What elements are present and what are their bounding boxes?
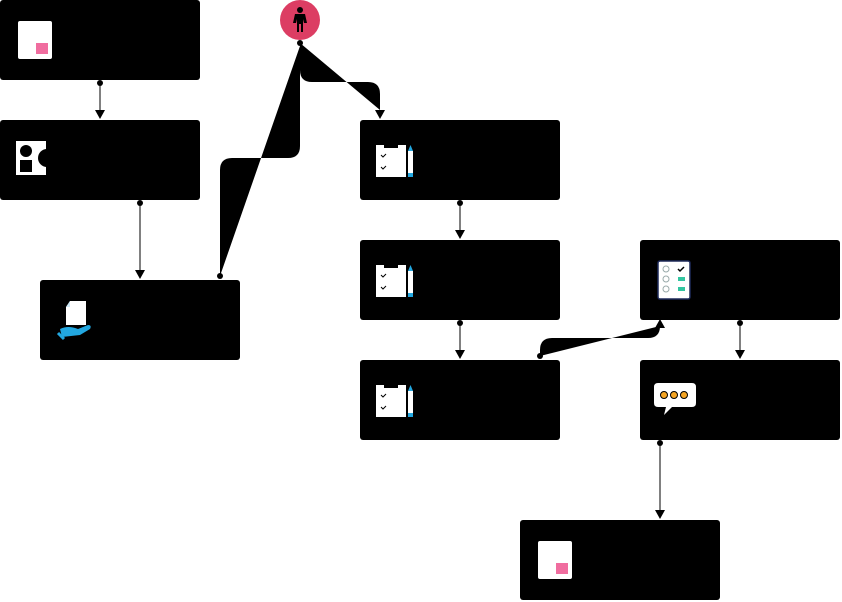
node-label [70,0,190,80]
document-icon [18,21,52,59]
edge-n4-n5 [455,200,465,239]
edge-n5-n6 [455,320,465,359]
edge-n8-n9 [655,440,665,519]
speech-bubble-icon [654,383,696,415]
edge-n6-n7 [537,319,665,359]
node-n3[interactable] [40,280,240,360]
node-n5[interactable] [360,240,560,320]
document-icon [538,541,572,579]
edge-n3-start [217,40,303,279]
node-n9[interactable] [520,520,720,600]
node-n2[interactable] [0,120,200,200]
clipboard-pencil-icon [376,263,413,297]
edge-n2-n3 [135,200,145,279]
clipboard-pencil-icon [376,143,413,177]
node-label [70,120,190,200]
person-icon [293,7,307,32]
node-label [710,360,830,440]
node-label [430,120,550,200]
node-label [590,520,710,600]
edge-n7-n8 [735,320,745,359]
node-label [430,240,550,320]
node-label [430,360,550,440]
node-label [110,280,230,360]
node-n6[interactable] [360,360,560,440]
node-n4[interactable] [360,120,560,200]
node-n7[interactable] [640,240,840,320]
start-node[interactable] [280,0,320,40]
clipboard-pencil-icon [376,383,413,417]
edge-n1-n2 [95,80,105,119]
node-label [710,240,830,320]
node-n1[interactable] [0,0,200,80]
hand-holding-document-icon [56,301,91,341]
node-n8[interactable] [640,360,840,440]
checklist-icon [657,260,691,300]
shapes-icon [16,141,56,175]
edge-start-n4 [300,43,385,119]
